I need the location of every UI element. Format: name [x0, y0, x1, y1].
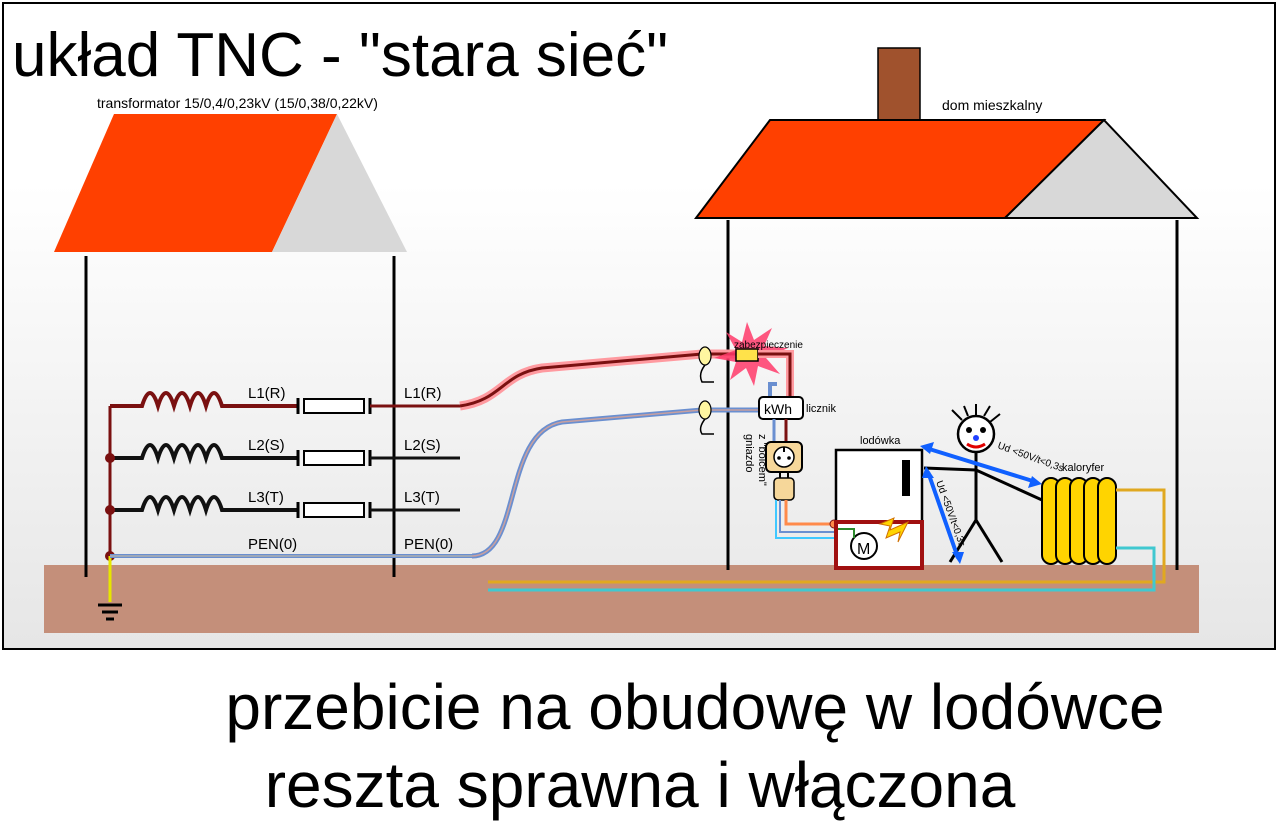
touch-voltage-label-1: Ud <50V/t<0,3s — [996, 440, 1065, 474]
diagram-title: układ TNC - "stara sieć" — [12, 21, 668, 90]
label-l2-right: L2(S) — [404, 437, 441, 454]
chimney — [877, 47, 921, 121]
touch-voltage-arrows — [920, 442, 1042, 564]
house-roof-side — [1002, 118, 1200, 219]
caption-line-1: przebicie na obudowę w lodówce — [225, 671, 1165, 743]
coil-l3 — [110, 495, 298, 517]
label-pen-left: PEN(0) — [248, 536, 297, 553]
lamp-l1 — [698, 346, 714, 383]
energy-meter — [758, 396, 804, 420]
label-l1-left: L1(R) — [248, 385, 286, 402]
fault-spark-icon — [878, 517, 910, 543]
ground-strip — [44, 565, 1199, 633]
label-pen-right: PEN(0) — [404, 536, 453, 553]
transformer-fuse-l1 — [296, 398, 372, 414]
radiator — [1041, 477, 1117, 565]
coil-l2 — [110, 443, 298, 465]
house-label: dom mieszkalny — [942, 97, 1042, 113]
diagram-frame: układ TNC - "stara sieć" transformator 1… — [2, 2, 1276, 650]
transformer-fuse-l2 — [296, 450, 372, 466]
radiator-pipe-lower — [488, 546, 1156, 592]
label-l3-left: L3(T) — [248, 489, 284, 506]
caption: przebicie na obudowę w lodówce reszta sp… — [0, 668, 1280, 824]
meter-label: licznik — [806, 403, 836, 415]
meter-text: kWh — [764, 401, 792, 417]
house-building — [693, 47, 1200, 570]
coil-l1 — [110, 391, 298, 413]
transformer-windings — [98, 391, 460, 621]
motor-label: M — [857, 541, 870, 558]
lamp-l2 — [698, 400, 714, 435]
socket-label-line1: gniazdo — [743, 434, 755, 473]
label-l2-left: L2(S) — [248, 437, 285, 454]
fridge: M — [834, 448, 924, 570]
label-l1-right: L1(R) — [404, 385, 442, 402]
motor-symbol — [850, 532, 878, 560]
caption-line-2: reszta sprawna i włączona — [264, 749, 1016, 821]
earthed-socket — [765, 441, 803, 473]
socket-label-line2: z "bolcem" — [756, 434, 768, 486]
person-figure — [923, 404, 1043, 563]
label-l3-right: L3(T) — [404, 489, 440, 506]
l1-supply-cable — [459, 352, 742, 408]
transformer-fuse-l3 — [296, 502, 372, 518]
transformer-roof-side — [272, 114, 407, 252]
transformer-building — [54, 114, 407, 577]
radiator-label: kaloryfer — [1062, 462, 1105, 474]
transformer-roof-front — [54, 114, 337, 252]
tnc-diagram: układ TNC - "stara sieć" transformator 1… — [12, 21, 1200, 633]
fridge-label: lodówka — [860, 435, 901, 447]
fridge-plug — [773, 472, 795, 501]
transformer-label: transformator 15/0,4/0,23kV (15/0,38/0,2… — [97, 95, 378, 111]
radiator-pipe-upper — [488, 488, 1166, 584]
fuse-label: zabezpieczenie — [734, 340, 803, 351]
